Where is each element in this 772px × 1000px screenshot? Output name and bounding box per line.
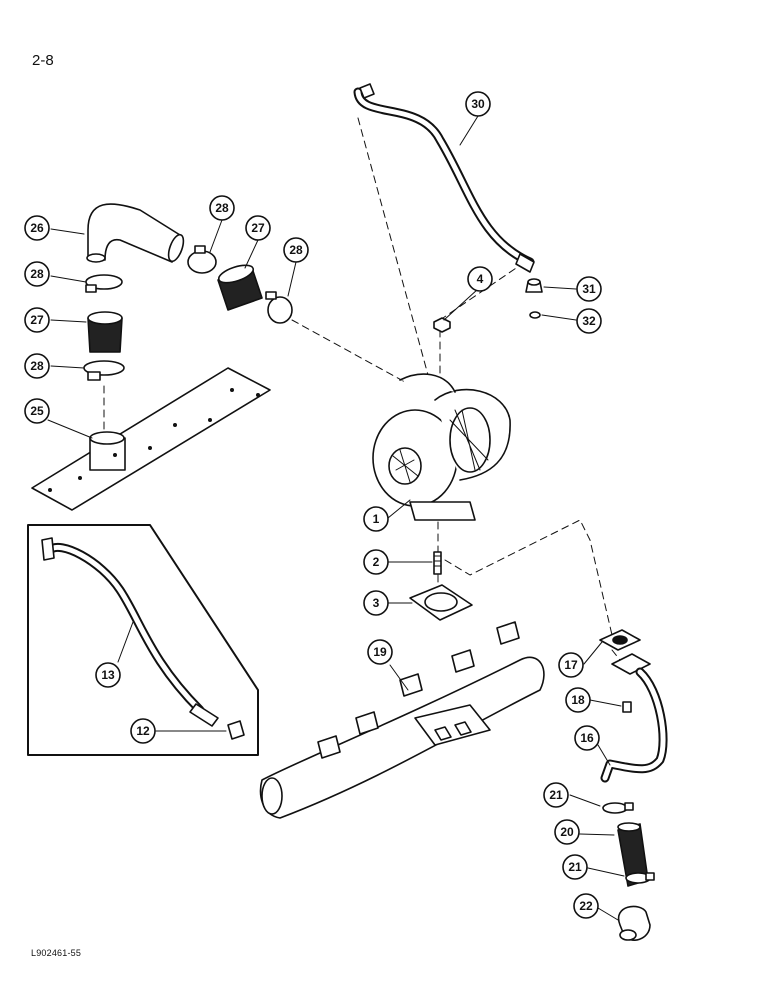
turbocharger bbox=[372, 373, 511, 521]
hose-sleeve-upper bbox=[217, 264, 263, 311]
callout-18: 18 bbox=[565, 687, 591, 713]
hose-clamp-right bbox=[265, 291, 293, 324]
inset-elbow-fitting bbox=[227, 720, 245, 740]
svg-text:4: 4 bbox=[477, 272, 484, 286]
adapter-fitting bbox=[525, 278, 543, 293]
page-number: 2-8 bbox=[32, 52, 54, 69]
assembly-lines bbox=[103, 117, 621, 661]
callout-4: 4 bbox=[467, 266, 493, 292]
hose-sleeve-left bbox=[87, 311, 123, 353]
drain-hose-clamp-upper bbox=[602, 802, 634, 814]
svg-text:17: 17 bbox=[564, 658, 578, 672]
drain-gasket bbox=[599, 629, 641, 651]
hose-clamp-upper bbox=[187, 245, 217, 274]
svg-text:16: 16 bbox=[580, 731, 594, 745]
svg-text:1: 1 bbox=[373, 512, 380, 526]
hose-clamp-left-lower bbox=[83, 360, 125, 381]
callout-2: 2 bbox=[363, 549, 389, 575]
callout-17: 17 bbox=[558, 652, 584, 678]
callout-20: 20 bbox=[554, 819, 580, 845]
callout-30: 30 bbox=[465, 91, 491, 117]
svg-text:26: 26 bbox=[30, 221, 44, 235]
svg-text:28: 28 bbox=[30, 359, 44, 373]
svg-text:2: 2 bbox=[373, 555, 380, 569]
hose-clamp-left-upper bbox=[85, 274, 123, 293]
callout-12: 12 bbox=[130, 718, 156, 744]
callout-13: 13 bbox=[95, 662, 121, 688]
callout-32: 32 bbox=[576, 308, 602, 334]
callout-31: 31 bbox=[576, 276, 602, 302]
callout-21: 21 bbox=[562, 854, 588, 880]
svg-text:28: 28 bbox=[30, 267, 44, 281]
callout-27: 27 bbox=[24, 307, 50, 333]
exhaust-manifold bbox=[259, 621, 545, 819]
svg-text:32: 32 bbox=[582, 314, 596, 328]
flange-nut bbox=[433, 317, 451, 333]
intake-cover-plate bbox=[31, 367, 271, 511]
callout-22: 22 bbox=[573, 893, 599, 919]
svg-text:19: 19 bbox=[373, 645, 387, 659]
callout-28: 28 bbox=[24, 353, 50, 379]
svg-text:20: 20 bbox=[560, 825, 574, 839]
callout-19: 19 bbox=[367, 639, 393, 665]
callout-28: 28 bbox=[283, 237, 309, 263]
oil-drain-tube bbox=[600, 653, 668, 783]
callout-1: 1 bbox=[363, 506, 389, 532]
sealing-washer bbox=[529, 311, 541, 319]
svg-text:18: 18 bbox=[571, 693, 585, 707]
oil-supply-hose bbox=[353, 83, 535, 273]
svg-text:21: 21 bbox=[549, 788, 563, 802]
inset-frame bbox=[27, 524, 259, 756]
cap-screw bbox=[622, 701, 632, 713]
callout-28: 28 bbox=[24, 261, 50, 287]
svg-text:13: 13 bbox=[101, 668, 115, 682]
drain-elbow bbox=[617, 905, 651, 941]
callout-25: 25 bbox=[24, 398, 50, 424]
callout-27: 27 bbox=[245, 215, 271, 241]
callout-26: 26 bbox=[24, 215, 50, 241]
svg-text:28: 28 bbox=[215, 201, 229, 215]
svg-text:28: 28 bbox=[289, 243, 303, 257]
svg-text:25: 25 bbox=[30, 404, 44, 418]
callout-28: 28 bbox=[209, 195, 235, 221]
callout-16: 16 bbox=[574, 725, 600, 751]
inset-oil-hose bbox=[41, 537, 219, 727]
svg-text:27: 27 bbox=[251, 221, 265, 235]
mounting-stud bbox=[433, 551, 442, 575]
drain-hose-clamp-lower bbox=[625, 872, 655, 884]
leader-lines bbox=[47, 115, 625, 921]
svg-text:12: 12 bbox=[136, 724, 150, 738]
svg-text:27: 27 bbox=[30, 313, 44, 327]
svg-text:30: 30 bbox=[471, 97, 485, 111]
figure-code: L902461-55 bbox=[31, 948, 82, 958]
air-elbow bbox=[86, 203, 185, 263]
svg-text:22: 22 bbox=[579, 899, 593, 913]
svg-text:31: 31 bbox=[582, 282, 596, 296]
svg-text:3: 3 bbox=[373, 596, 380, 610]
callout-21: 21 bbox=[543, 782, 569, 808]
turbo-gasket bbox=[409, 584, 473, 621]
callout-3: 3 bbox=[363, 590, 389, 616]
svg-text:21: 21 bbox=[568, 860, 582, 874]
